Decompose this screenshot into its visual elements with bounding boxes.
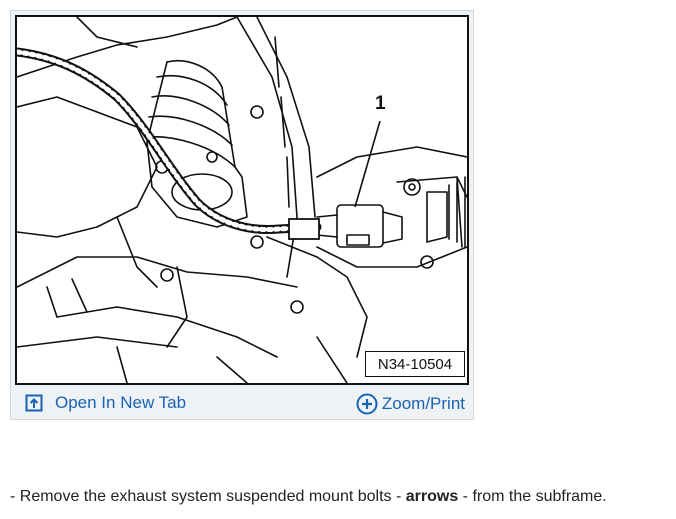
instruction-text: - Remove the exhaust system suspended mo…: [10, 488, 607, 506]
zoom-print-link[interactable]: Zoom/Print: [356, 393, 465, 415]
technical-illustration[interactable]: 1 N34-10504: [15, 15, 469, 385]
zoom-plus-icon: [356, 393, 378, 415]
zoom-print-label: Zoom/Print: [381, 394, 465, 413]
figure-card: 1 N34-10504 Open In New Tab Zoom/Print: [10, 10, 474, 420]
callout-number: 1: [375, 93, 386, 114]
open-in-new-tab-icon: [25, 394, 43, 412]
figure-action-bar: Open In New Tab Zoom/Print: [11, 389, 473, 419]
open-in-new-tab-link[interactable]: Open In New Tab: [25, 393, 186, 413]
open-in-new-tab-label: Open In New Tab: [55, 393, 187, 412]
instruction-emphasis: arrows: [405, 488, 459, 505]
engine-drawing: [17, 17, 467, 383]
instruction-prefix: - Remove the exhaust system suspended mo…: [10, 488, 406, 505]
figure-reference-code: N34-10504: [365, 351, 465, 377]
instruction-suffix: - from the subframe.: [458, 488, 607, 505]
